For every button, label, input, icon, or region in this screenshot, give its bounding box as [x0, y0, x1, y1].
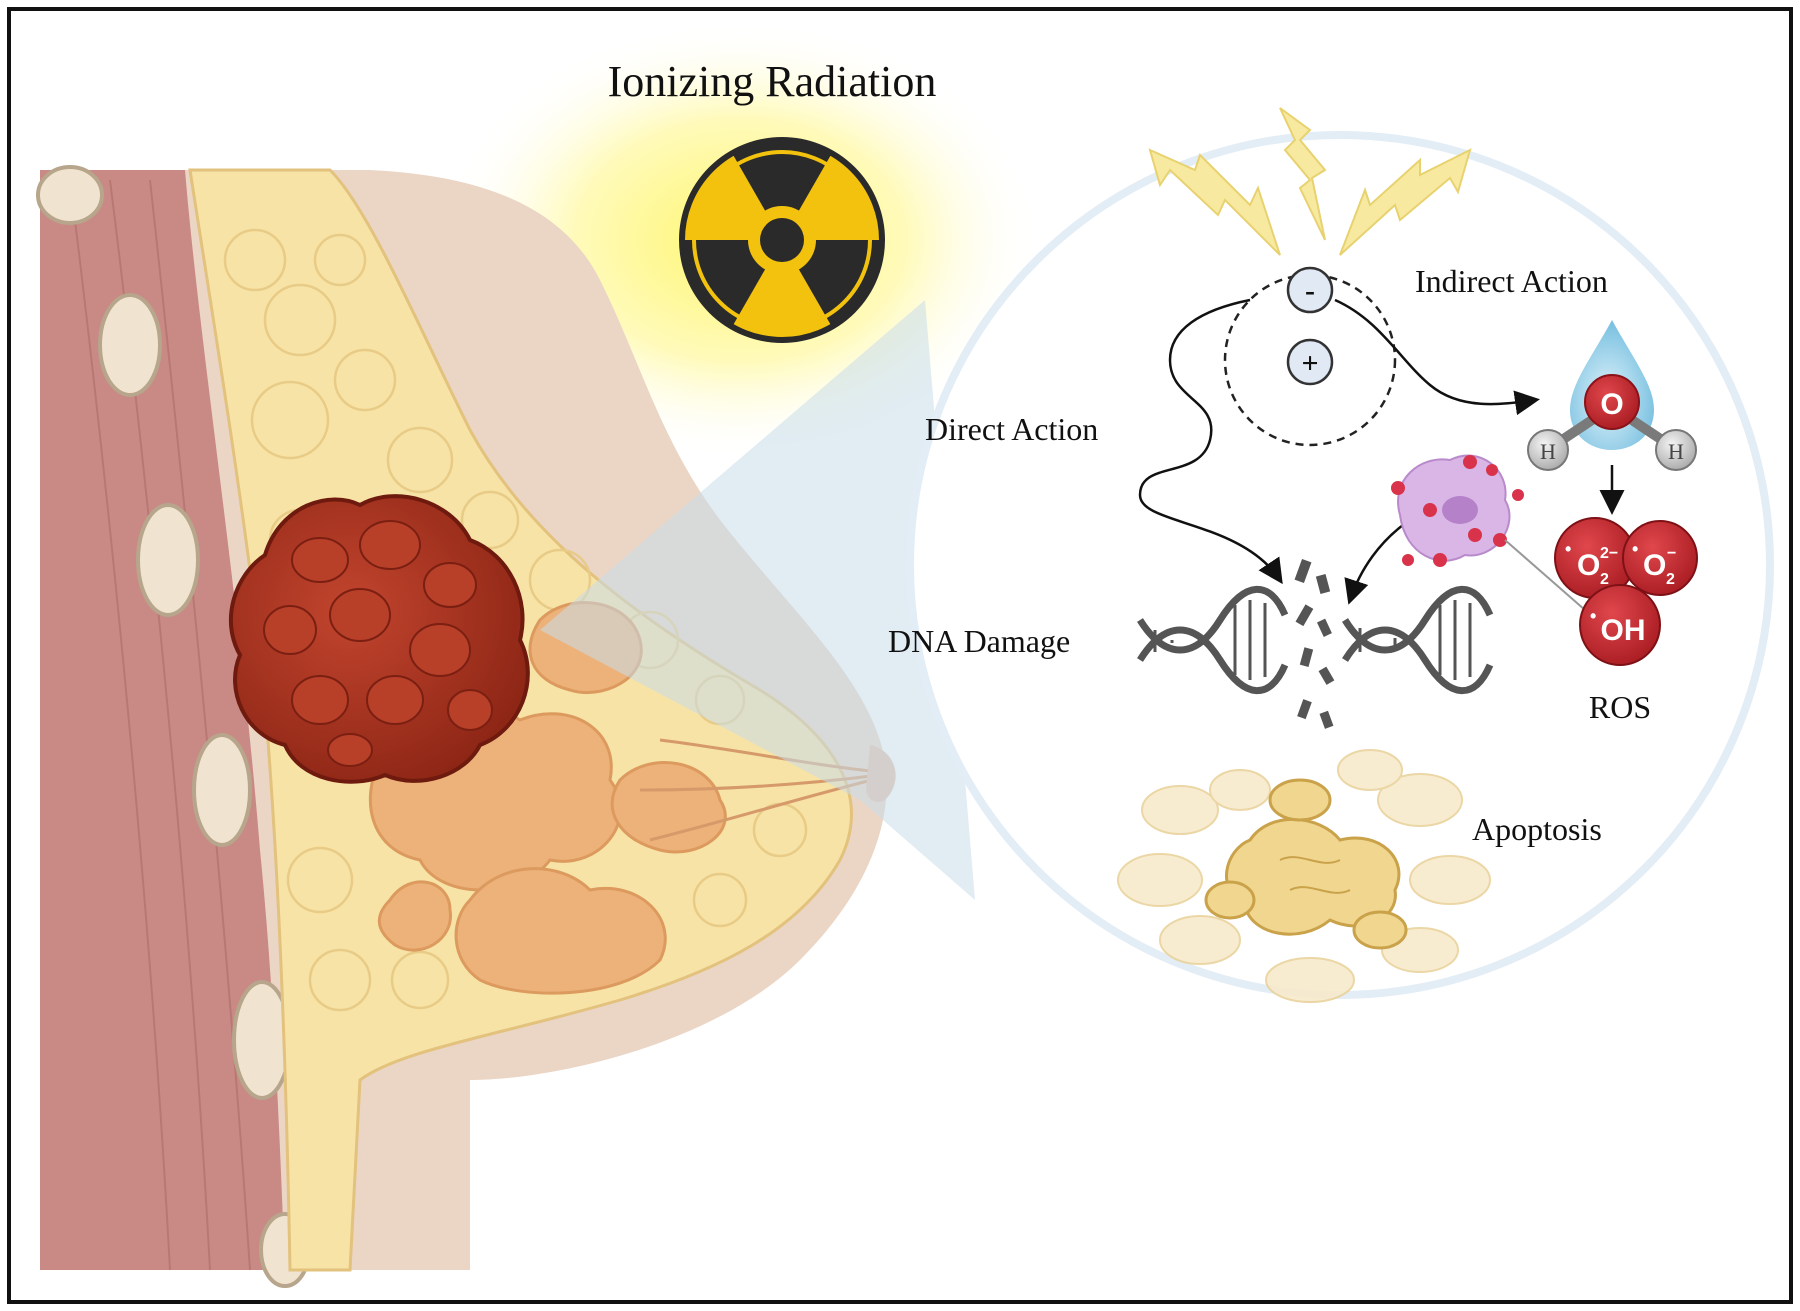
indirect-action-arrow	[1334, 298, 1540, 416]
superoxide-sub-text: 2	[1600, 571, 1609, 588]
tumor	[228, 494, 530, 784]
ros-label: ROS	[1589, 689, 1651, 725]
lightning-bolt-icon	[1339, 148, 1472, 256]
water-molecule: O H H	[1527, 320, 1697, 471]
apoptosis-cells	[1117, 749, 1491, 1003]
zoom-cone	[540, 300, 975, 900]
oxygen-radical-molecule	[1622, 520, 1698, 596]
ribs	[36, 165, 311, 1288]
hydrogen-right-text: H	[1668, 439, 1684, 464]
ros-burst-icons	[1391, 455, 1524, 567]
hydroxyl-molecule	[1579, 584, 1661, 666]
radiation-hazard-icon	[679, 137, 885, 343]
breast-anatomy	[36, 165, 896, 1288]
cell-connector-line	[1504, 539, 1586, 611]
negative-charge-text: -	[1305, 274, 1315, 307]
dna-damage-label: DNA Damage	[888, 623, 1070, 659]
radical-dot-text: •	[1590, 606, 1596, 626]
oxygen-text: O	[1600, 388, 1623, 421]
superoxide-sup-text: 2−	[1600, 545, 1618, 562]
dna-break-fragments	[1294, 558, 1335, 729]
dna-helix-left	[1137, 585, 1289, 695]
radical-dot-text: •	[1632, 539, 1638, 559]
proton-positive: +	[1286, 338, 1334, 386]
damaged-cell	[1391, 454, 1524, 567]
indirect-action-label: Indirect Action	[1415, 263, 1608, 299]
hydrogen-left-text: H	[1540, 439, 1556, 464]
ros-to-dna-arrow	[1344, 518, 1411, 605]
dna-helix-right	[1342, 585, 1494, 695]
electron-negative: -	[1286, 266, 1334, 314]
direct-action-arrow	[1138, 298, 1283, 585]
lightning-bolt-icon	[1148, 148, 1281, 256]
hydroxyl-text: OH	[1601, 614, 1646, 647]
lightning-bolt-icons	[1148, 107, 1472, 256]
apoptosis-label: Apoptosis	[1472, 811, 1602, 847]
oxygen-radical-sub-text: 2	[1666, 571, 1675, 588]
oxygen-radical-sup-text: −	[1667, 545, 1676, 562]
ros-cluster: • O 2 2− • O 2 − • OH	[1554, 517, 1698, 666]
positive-charge-text: +	[1301, 347, 1318, 380]
superoxide-o-text: O	[1577, 549, 1600, 582]
direct-action-label: Direct Action	[925, 411, 1098, 447]
diagram-title: Ionizing Radiation	[608, 57, 937, 106]
lightning-bolt-icon	[1279, 107, 1327, 241]
oxygen-radical-o-text: O	[1643, 549, 1666, 582]
radical-dot-text: •	[1565, 539, 1571, 559]
